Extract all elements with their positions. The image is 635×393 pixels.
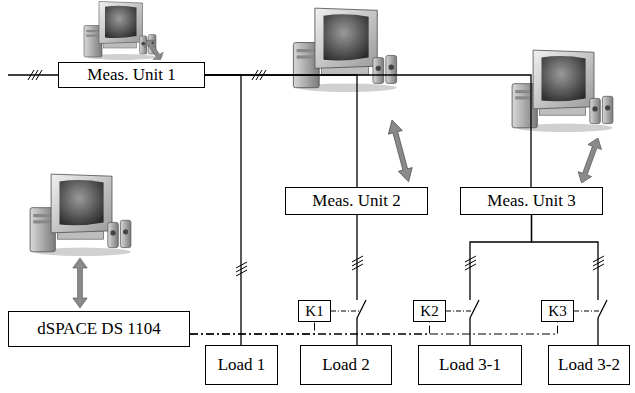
three-phase-ticks — [28, 70, 604, 276]
computer-icon — [293, 8, 396, 92]
box-label: Load 2 — [316, 355, 376, 375]
power-line — [205, 75, 357, 187]
feed-line — [8, 74, 58, 75]
relay-box: K3 — [541, 300, 574, 322]
box-label: K3 — [545, 303, 569, 320]
box-label: Meas. Unit 3 — [481, 191, 581, 211]
power-line — [356, 215, 357, 345]
computer-icon — [84, 2, 156, 61]
relay-box: K2 — [413, 300, 446, 322]
control-line — [190, 322, 315, 334]
power-line — [205, 75, 241, 345]
power-line — [470, 215, 532, 345]
load-box: Load 3-2 — [548, 345, 630, 385]
box-label: Meas. Unit 2 — [306, 191, 406, 211]
load-box: Load 1 — [205, 345, 278, 385]
controller-box: dSPACE DS 1104 — [8, 311, 190, 347]
control-line — [190, 322, 558, 334]
data-arrow — [385, 118, 415, 184]
box-label: K2 — [417, 303, 441, 320]
measurement-unit: Meas. Unit 3 — [460, 187, 603, 215]
computer-icon — [512, 50, 613, 132]
data-arrow — [142, 36, 166, 63]
data-arrow — [575, 136, 605, 186]
box-label: Load 1 — [212, 355, 272, 375]
box-label: Load 3-1 — [433, 355, 507, 375]
measurement-unit: Meas. Unit 1 — [58, 62, 205, 88]
load-box: Load 2 — [300, 345, 392, 385]
measurement-unit: Meas. Unit 2 — [285, 187, 428, 215]
control-line — [190, 322, 430, 334]
computer-icon — [30, 174, 131, 256]
box-label: dSPACE DS 1104 — [31, 319, 166, 339]
box-label: Load 3-2 — [552, 355, 626, 375]
data-arrow — [73, 258, 87, 308]
box-label: Meas. Unit 1 — [81, 65, 181, 85]
box-label: K1 — [302, 303, 326, 320]
relay-box: K1 — [298, 300, 331, 322]
power-line — [205, 75, 531, 187]
power-line — [532, 215, 599, 345]
load-box: Load 3-1 — [418, 345, 522, 385]
